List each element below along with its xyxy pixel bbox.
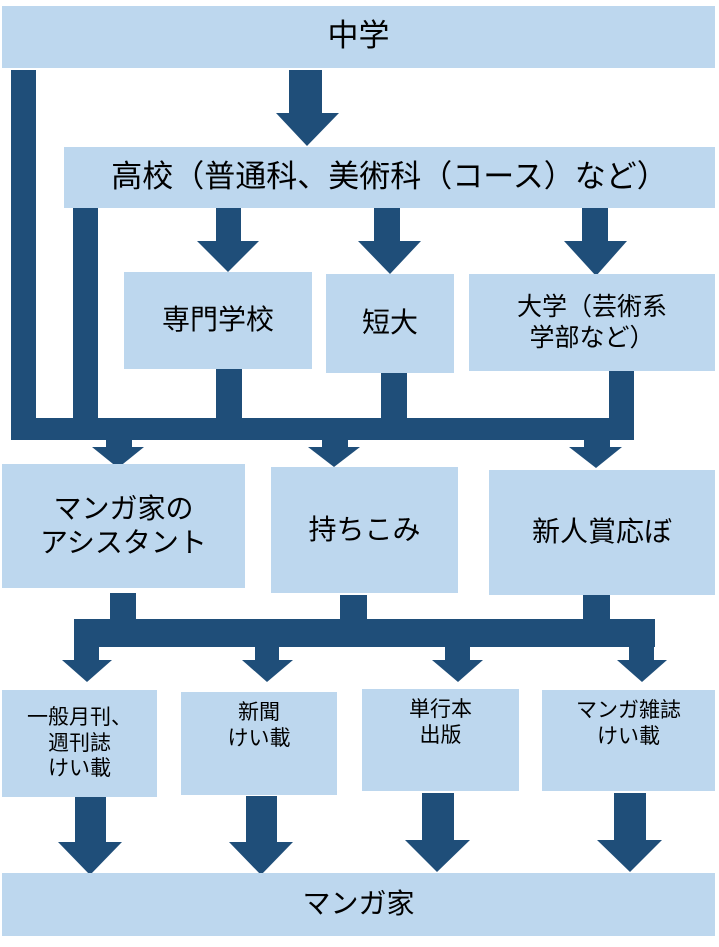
arrow-newspaper-to-mangaka bbox=[229, 796, 293, 875]
node-general-magazine: 一般月刊、 週刊誌 けい載 bbox=[2, 690, 157, 797]
node-mangaka: マンガ家 bbox=[2, 873, 715, 936]
node-newcomer-award: 新人賞応ぼ bbox=[489, 470, 715, 595]
stub-vocational bbox=[216, 369, 242, 424]
node-label: 新聞 けい載 bbox=[227, 700, 291, 750]
arrow-to-junior-college bbox=[358, 207, 421, 274]
bypass-bar-high-school bbox=[73, 206, 98, 440]
stub-award bbox=[583, 594, 610, 623]
arrow-manga-magazine-to-mangaka bbox=[597, 793, 662, 872]
arrow-to-newspaper bbox=[242, 645, 293, 682]
arrow-to-assistant bbox=[92, 438, 144, 468]
arrow-junior-high-to-high-school bbox=[276, 70, 339, 146]
node-label: マンガ家の アシスタント bbox=[40, 491, 207, 559]
arrow-general-magazine-to-mangaka bbox=[58, 797, 122, 875]
arrow-to-general-magazine bbox=[62, 645, 112, 682]
stub-assistant bbox=[110, 593, 136, 623]
bypass-bar-junior-high bbox=[11, 70, 36, 440]
node-label: 中学 bbox=[327, 18, 390, 55]
collector-bar-2 bbox=[74, 619, 655, 647]
node-junior-college: 短大 bbox=[326, 274, 454, 373]
node-manga-magazine: マンガ雑誌 けい載 bbox=[542, 690, 715, 791]
arrow-to-mochikomi bbox=[308, 438, 360, 467]
node-junior-high: 中学 bbox=[2, 6, 715, 68]
node-label: マンガ家 bbox=[302, 887, 415, 921]
arrow-book-to-mangaka bbox=[405, 793, 470, 872]
node-newspaper: 新聞 けい載 bbox=[181, 692, 337, 795]
collector-bar-1 bbox=[11, 418, 634, 440]
node-label: 高校（普通科、美術科（コース）など） bbox=[111, 158, 668, 195]
node-vocational-school: 専門学校 bbox=[124, 272, 312, 369]
node-label: 新人賞応ぼ bbox=[531, 515, 672, 549]
node-high-school: 高校（普通科、美術科（コース）など） bbox=[64, 147, 715, 208]
node-label: 持ちこみ bbox=[308, 512, 421, 546]
node-university: 大学（芸術系 学部など） bbox=[469, 274, 715, 371]
node-label: 専門学校 bbox=[161, 303, 274, 337]
arrow-to-university bbox=[564, 208, 627, 276]
node-book-publication: 単行本 出版 bbox=[362, 689, 519, 791]
stub-junior-college bbox=[381, 370, 407, 424]
node-label: 一般月刊、 週刊誌 けい載 bbox=[27, 705, 132, 781]
arrow-to-manga-magazine bbox=[617, 645, 667, 682]
node-label: 短大 bbox=[361, 306, 418, 340]
node-assistant: マンガ家の アシスタント bbox=[2, 464, 245, 588]
arrow-to-book bbox=[432, 645, 483, 682]
stub-mochikomi bbox=[340, 595, 367, 623]
node-mochikomi: 持ちこみ bbox=[271, 467, 458, 593]
node-label: マンガ雑誌 けい載 bbox=[576, 698, 681, 748]
node-label: 単行本 出版 bbox=[409, 697, 472, 747]
arrow-to-vocational bbox=[197, 208, 259, 272]
node-label: 大学（芸術系 学部など） bbox=[516, 292, 667, 352]
arrow-to-award bbox=[569, 438, 622, 468]
